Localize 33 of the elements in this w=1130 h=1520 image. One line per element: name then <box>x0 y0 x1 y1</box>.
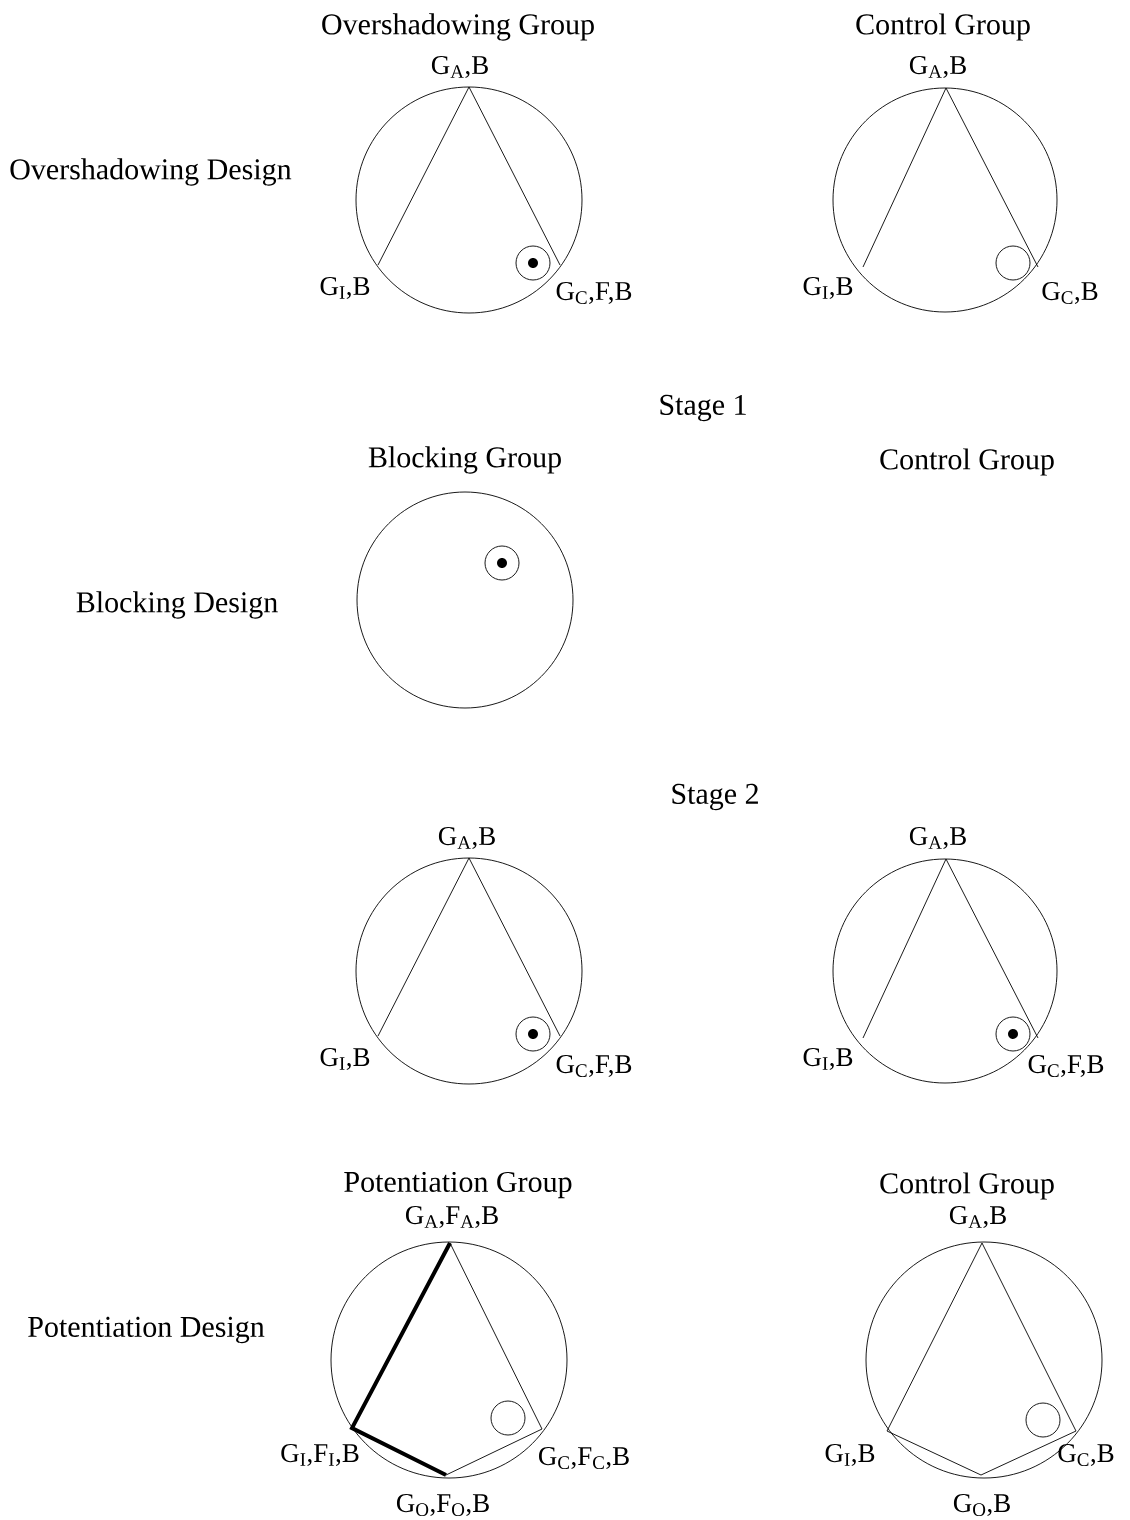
stage-label: Stage 1 <box>660 394 746 422</box>
platform-target <box>995 1016 1031 1052</box>
goal-label: G$_{A}$,B <box>431 56 488 78</box>
goal-label: G$_{O}$,B <box>953 1494 1010 1517</box>
goal-label: G$_{A}$,B <box>909 827 966 850</box>
goal-label: G$_{A}$,F$_{A}$,B <box>405 1206 498 1229</box>
goal-label: G$_{I}$,B <box>320 1048 370 1071</box>
group-heading: Control Group <box>880 448 1054 476</box>
group-heading: Control Group <box>880 1172 1054 1200</box>
group-heading: Potentiation Group <box>344 1171 572 1199</box>
design-label: Potentiation Design <box>28 1316 265 1344</box>
pool-circle <box>330 1241 568 1479</box>
goal-label: G$_{O}$,F$_{O}$,B <box>396 1494 489 1517</box>
goal-label: G$_{I}$,B <box>803 277 853 299</box>
platform-target <box>515 245 551 281</box>
goal-label: G$_{I}$,B <box>825 1444 875 1467</box>
pool-circle <box>356 491 574 709</box>
goal-label: G$_{A}$,B <box>438 827 495 850</box>
goal-label: G$_{I}$,B <box>320 277 370 299</box>
platform-circle <box>995 245 1031 281</box>
platform-circle <box>1025 1402 1061 1438</box>
goal-label: G$_{I}$,F$_{I}$,B <box>281 1444 359 1467</box>
platform-target <box>484 545 520 581</box>
goal-label: G$_{A}$,B <box>949 1206 1006 1229</box>
platform-target <box>515 1016 551 1052</box>
design-label: Overshadowing Design <box>10 158 292 186</box>
group-heading: Control Group <box>856 13 1030 41</box>
group-heading: Overshadowing Group <box>322 13 594 41</box>
platform-circle <box>490 1400 526 1436</box>
stage-label: Stage 2 <box>672 783 758 811</box>
design-label: Blocking Design <box>76 591 278 619</box>
goal-label: G$_{I}$,B <box>803 1048 853 1071</box>
goal-label: G$_{A}$,B <box>909 56 966 78</box>
